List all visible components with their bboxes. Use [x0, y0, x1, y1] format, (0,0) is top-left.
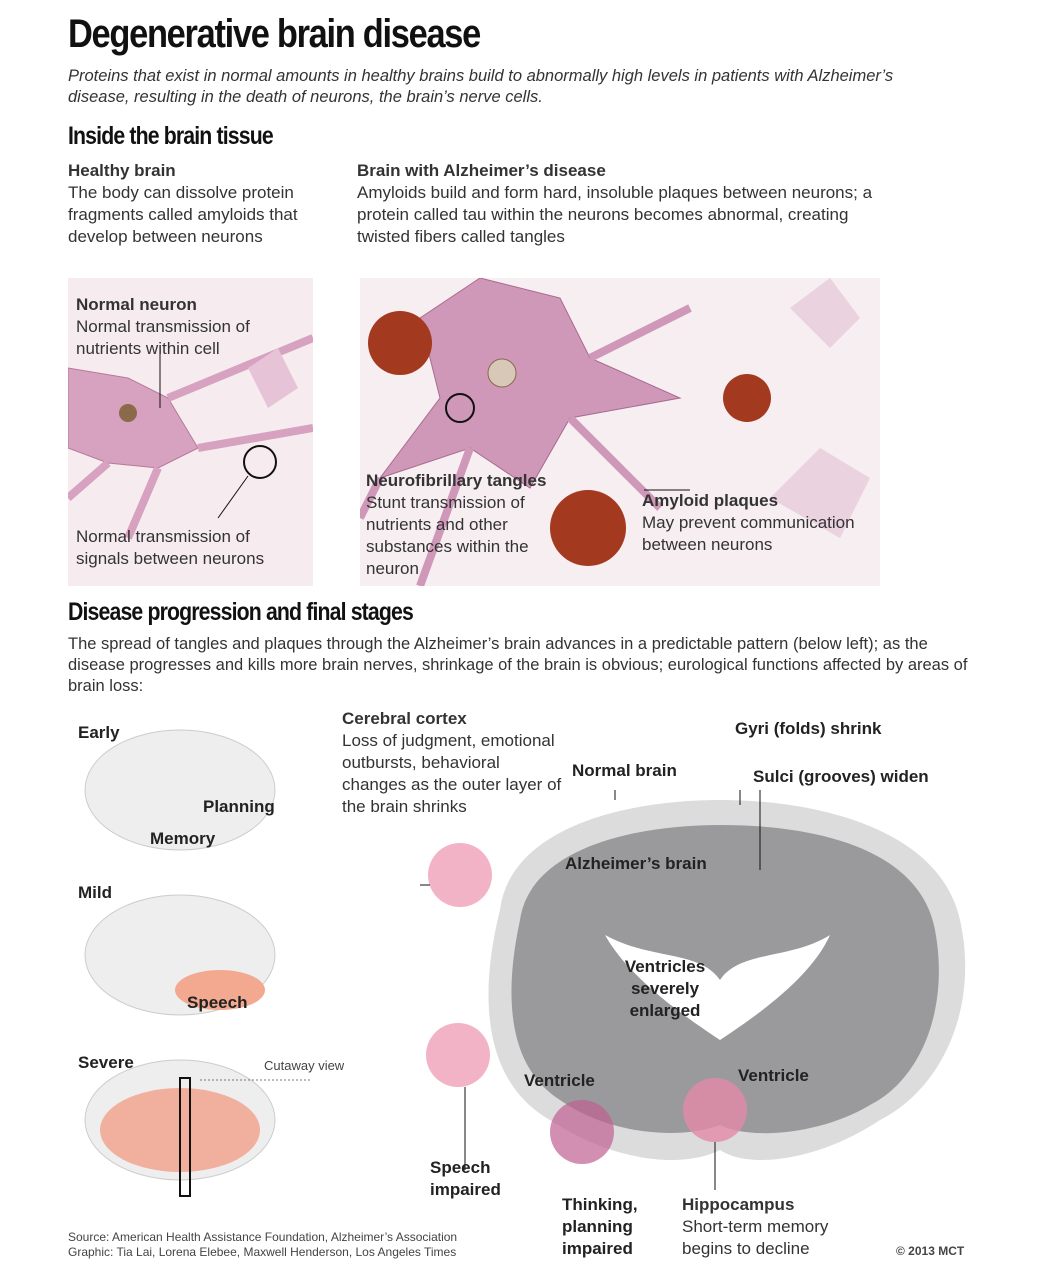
normal-brain-label: Normal brain: [572, 761, 677, 780]
title: Degenerative brain disease: [68, 12, 481, 56]
early-brain: [84, 729, 276, 851]
plaques-text: May prevent communication between neuron…: [642, 513, 855, 554]
thinking-label: Thinking, planning impaired: [562, 1195, 638, 1258]
alz-brain-label: Alzheimer’s brain: [565, 854, 707, 873]
healthy-title: Healthy brain: [68, 161, 176, 180]
cutaway-label: Cutaway view: [264, 1058, 345, 1073]
copyright: © 2013 MCT: [896, 1244, 965, 1258]
planning-label: Planning: [203, 797, 275, 816]
tangles-label: Neurofibrillary tangles Stunt transmissi…: [366, 470, 576, 580]
normal-neuron-text: Normal transmission of nutrients within …: [76, 317, 250, 358]
stage-mild: Mild: [78, 883, 112, 902]
plaques-label: Amyloid plaques May prevent communicatio…: [642, 490, 872, 556]
cutaway-marker: [179, 1077, 191, 1197]
sulci-label: Sulci (grooves) widen: [753, 767, 929, 786]
gyri-label: Gyri (folds) shrink: [735, 719, 882, 738]
section2-heading: Disease progression and final stages: [68, 598, 414, 626]
memory-label: Memory: [150, 829, 216, 848]
alz-title: Brain with Alzheimer’s disease: [357, 161, 606, 180]
normal-signals-label: Normal transmission of signals between n…: [76, 527, 265, 568]
cortex-label: Cerebral cortex Loss of judgment, emotio…: [342, 708, 562, 818]
coronal-brain-section: [420, 790, 966, 1190]
hippocampus-text: Short-term memory begins to decline: [682, 1217, 829, 1258]
section1-heading: Inside the brain tissue: [68, 122, 274, 150]
ventricle-right-label: Ventricle: [738, 1066, 809, 1085]
subtitle: Proteins that exist in normal amounts in…: [68, 67, 894, 106]
normal-neuron-title: Normal neuron: [76, 295, 197, 314]
stage-severe: Severe: [78, 1053, 134, 1072]
alz-text: Amyloids build and form hard, insoluble …: [357, 183, 873, 246]
normal-neuron-label: Normal neuron Normal transmission of nut…: [76, 294, 296, 360]
graphic-credit: Graphic: Tia Lai, Lorena Elebee, Maxwell…: [68, 1245, 457, 1259]
stage-brains: [84, 729, 310, 1197]
hippocampus-label: Hippocampus Short-term memory begins to …: [682, 1194, 862, 1260]
footer-credits: Source: American Health Assistance Found…: [68, 1230, 457, 1260]
alz-brain-block: Brain with Alzheimer’s disease Amyloids …: [357, 160, 877, 248]
healthy-brain-block: Healthy brain The body can dissolve prot…: [68, 160, 308, 248]
mild-highlight: [175, 970, 265, 1010]
section2-text: The spread of tangles and plaques throug…: [68, 635, 968, 695]
alz-neuron-illustration: [360, 278, 880, 586]
ventricles-enlarged-label: Ventricles severely enlarged: [624, 957, 706, 1020]
speech-label: Speech: [187, 993, 248, 1012]
stage-early: Early: [78, 723, 120, 742]
cortex-title: Cerebral cortex: [342, 709, 467, 728]
healthy-neuron-illustration: [68, 278, 313, 586]
source-credit: Source: American Health Assistance Found…: [68, 1230, 458, 1244]
ventricle-left-label: Ventricle: [524, 1071, 595, 1090]
plaques-title: Amyloid plaques: [642, 491, 779, 510]
speech-impaired-label: Speech impaired: [430, 1158, 501, 1199]
healthy-text: The body can dissolve protein fragments …: [68, 183, 298, 246]
cortex-text: Loss of judgment, emotional outbursts, b…: [342, 731, 562, 816]
tangles-text: Stunt transmission of nutrients and othe…: [366, 493, 529, 578]
tangles-title: Neurofibrillary tangles: [366, 471, 547, 490]
hippocampus-title: Hippocampus: [682, 1195, 795, 1214]
